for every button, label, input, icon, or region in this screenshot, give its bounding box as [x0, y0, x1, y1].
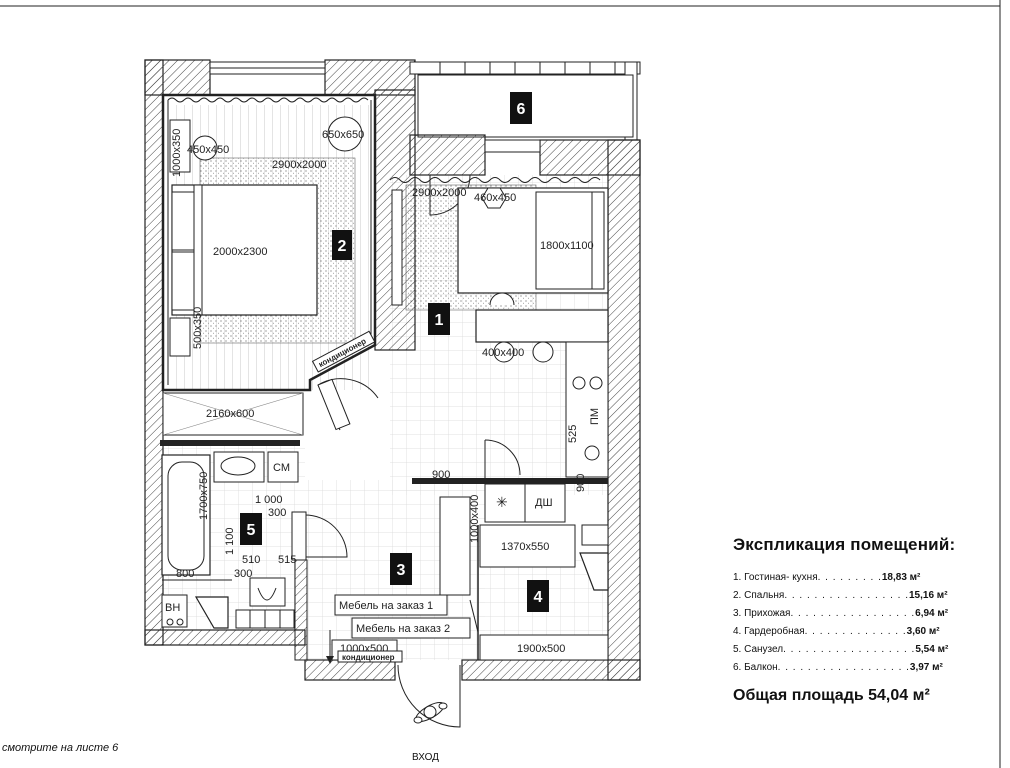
- dim-1800x1100: 1800x1100: [540, 240, 594, 252]
- water-heater-label: ВН: [165, 602, 180, 614]
- washing-machine: [267, 451, 299, 483]
- legend-total: Общая площадь 54,04 м²: [733, 687, 930, 704]
- dim-1000x400: 1000x400: [469, 495, 481, 543]
- dim-300b: 300: [234, 568, 252, 580]
- room-legend: Экспликация помещений: 1. Гостиная- кухн…: [733, 535, 993, 705]
- nightstand-bottom: [169, 317, 191, 357]
- kitchen-door: [484, 439, 521, 476]
- dim-1900x500: 1900x500: [517, 643, 565, 655]
- dim-1370x550: 1370x550: [501, 541, 549, 553]
- dim-1100: 1 100: [224, 527, 236, 555]
- walls: [144, 59, 641, 681]
- room-3-marker: [390, 553, 412, 585]
- legend-title: Экспликация помещений:: [733, 535, 956, 554]
- room-1-marker: [428, 303, 450, 335]
- dim-800: 800: [176, 568, 194, 580]
- fridge: [484, 483, 526, 523]
- dishwasher: [524, 483, 566, 523]
- legend-row: 6. Балкон. . . . . . . . . . . . . . . .…: [733, 662, 943, 673]
- ac-unit-hall: [337, 650, 403, 663]
- dim-450x450: 450x450: [187, 144, 229, 156]
- dim-525: 525: [567, 425, 579, 443]
- room-5-number: 5: [247, 522, 256, 539]
- room-2-number: 2: [338, 238, 347, 255]
- dim-515: 515: [278, 554, 296, 566]
- nightstand-top: [169, 119, 191, 173]
- ac-hall-label: кондиционер: [342, 653, 395, 662]
- dishwasher-pm-label: ПМ: [589, 408, 601, 425]
- custom-furniture-1: [334, 594, 448, 616]
- room-3-number: 3: [397, 562, 406, 579]
- dim-300a: 300: [268, 507, 286, 519]
- room-4-number: 4: [534, 589, 543, 606]
- legend-row: 2. Спальня. . . . . . . . . . . . . . . …: [733, 590, 948, 601]
- dim-900-side: 900: [575, 474, 587, 492]
- bathroom-door: [304, 514, 348, 558]
- dishwasher-label: ДШ: [535, 497, 553, 509]
- coffee-table: [481, 187, 507, 209]
- room-6-marker: [510, 92, 532, 124]
- dim-510: 510: [242, 554, 260, 566]
- hall-shoe-cabinet: [439, 496, 471, 596]
- toilet: [249, 577, 286, 607]
- sheet-note: смотрите на листе 6: [2, 742, 119, 754]
- dim-bedroom-rug: 2900x2000: [272, 159, 326, 171]
- custom-furniture-2-label: Мебель на заказ 2: [356, 623, 450, 635]
- room-6-number: 6: [517, 101, 526, 118]
- dim-460x450: 460x450: [474, 192, 516, 204]
- dim-1000: 1 000: [255, 494, 283, 506]
- legend-row: 4. Гардеробная. . . . . . . . . . . . . …: [733, 626, 940, 637]
- custom-furniture-2: [351, 617, 471, 639]
- washing-machine-label: СМ: [273, 462, 290, 474]
- ac-unit-bedroom: [311, 330, 376, 373]
- tv-shelf: [391, 189, 403, 306]
- room-5-marker: [240, 513, 262, 545]
- legend-row: 3. Прихожая. . . . . . . . . . . . . . .…: [733, 608, 949, 619]
- dim-400x400: 400x400: [482, 347, 524, 359]
- entrance-door: [397, 664, 461, 728]
- custom-furniture-1-label: Мебель на заказ 1: [339, 600, 433, 612]
- dim-650x650: 650x650: [322, 129, 364, 141]
- person-icon: [413, 701, 448, 724]
- wardrobe-room-cabinet: [479, 524, 576, 568]
- svg-text:✳: ✳: [496, 494, 508, 510]
- dim-500x350: 500x350: [192, 307, 204, 349]
- dim-1000x350: 1000x350: [171, 129, 183, 177]
- dim-bed: 2000x2300: [213, 246, 267, 258]
- dim-living-rug: 2900x2000: [412, 187, 466, 199]
- living-curtain: [389, 177, 601, 183]
- room-1-number: 1: [435, 312, 444, 329]
- room-2-marker: [332, 230, 352, 260]
- dim-2160x600: 2160x600: [206, 408, 254, 420]
- legend-row: 1. Гостиная- кухня . . . . . . . . .18,8…: [733, 572, 921, 583]
- bedroom-curtain: [167, 97, 369, 103]
- legend-row: 5. Санузел. . . . . . . . . . . . . . . …: [733, 644, 949, 655]
- dim-900-top: 900: [432, 469, 450, 481]
- kitchen-island: [475, 309, 609, 343]
- bedroom-stool: [192, 135, 218, 161]
- bedroom-chair: [327, 116, 363, 152]
- wardrobe-shelf: [479, 634, 609, 661]
- dim-1700x750: 1700x750: [198, 472, 210, 520]
- bedroom-outline: [161, 93, 377, 392]
- entrance-label: ВХОД: [412, 752, 439, 763]
- room-4-marker: [527, 580, 549, 612]
